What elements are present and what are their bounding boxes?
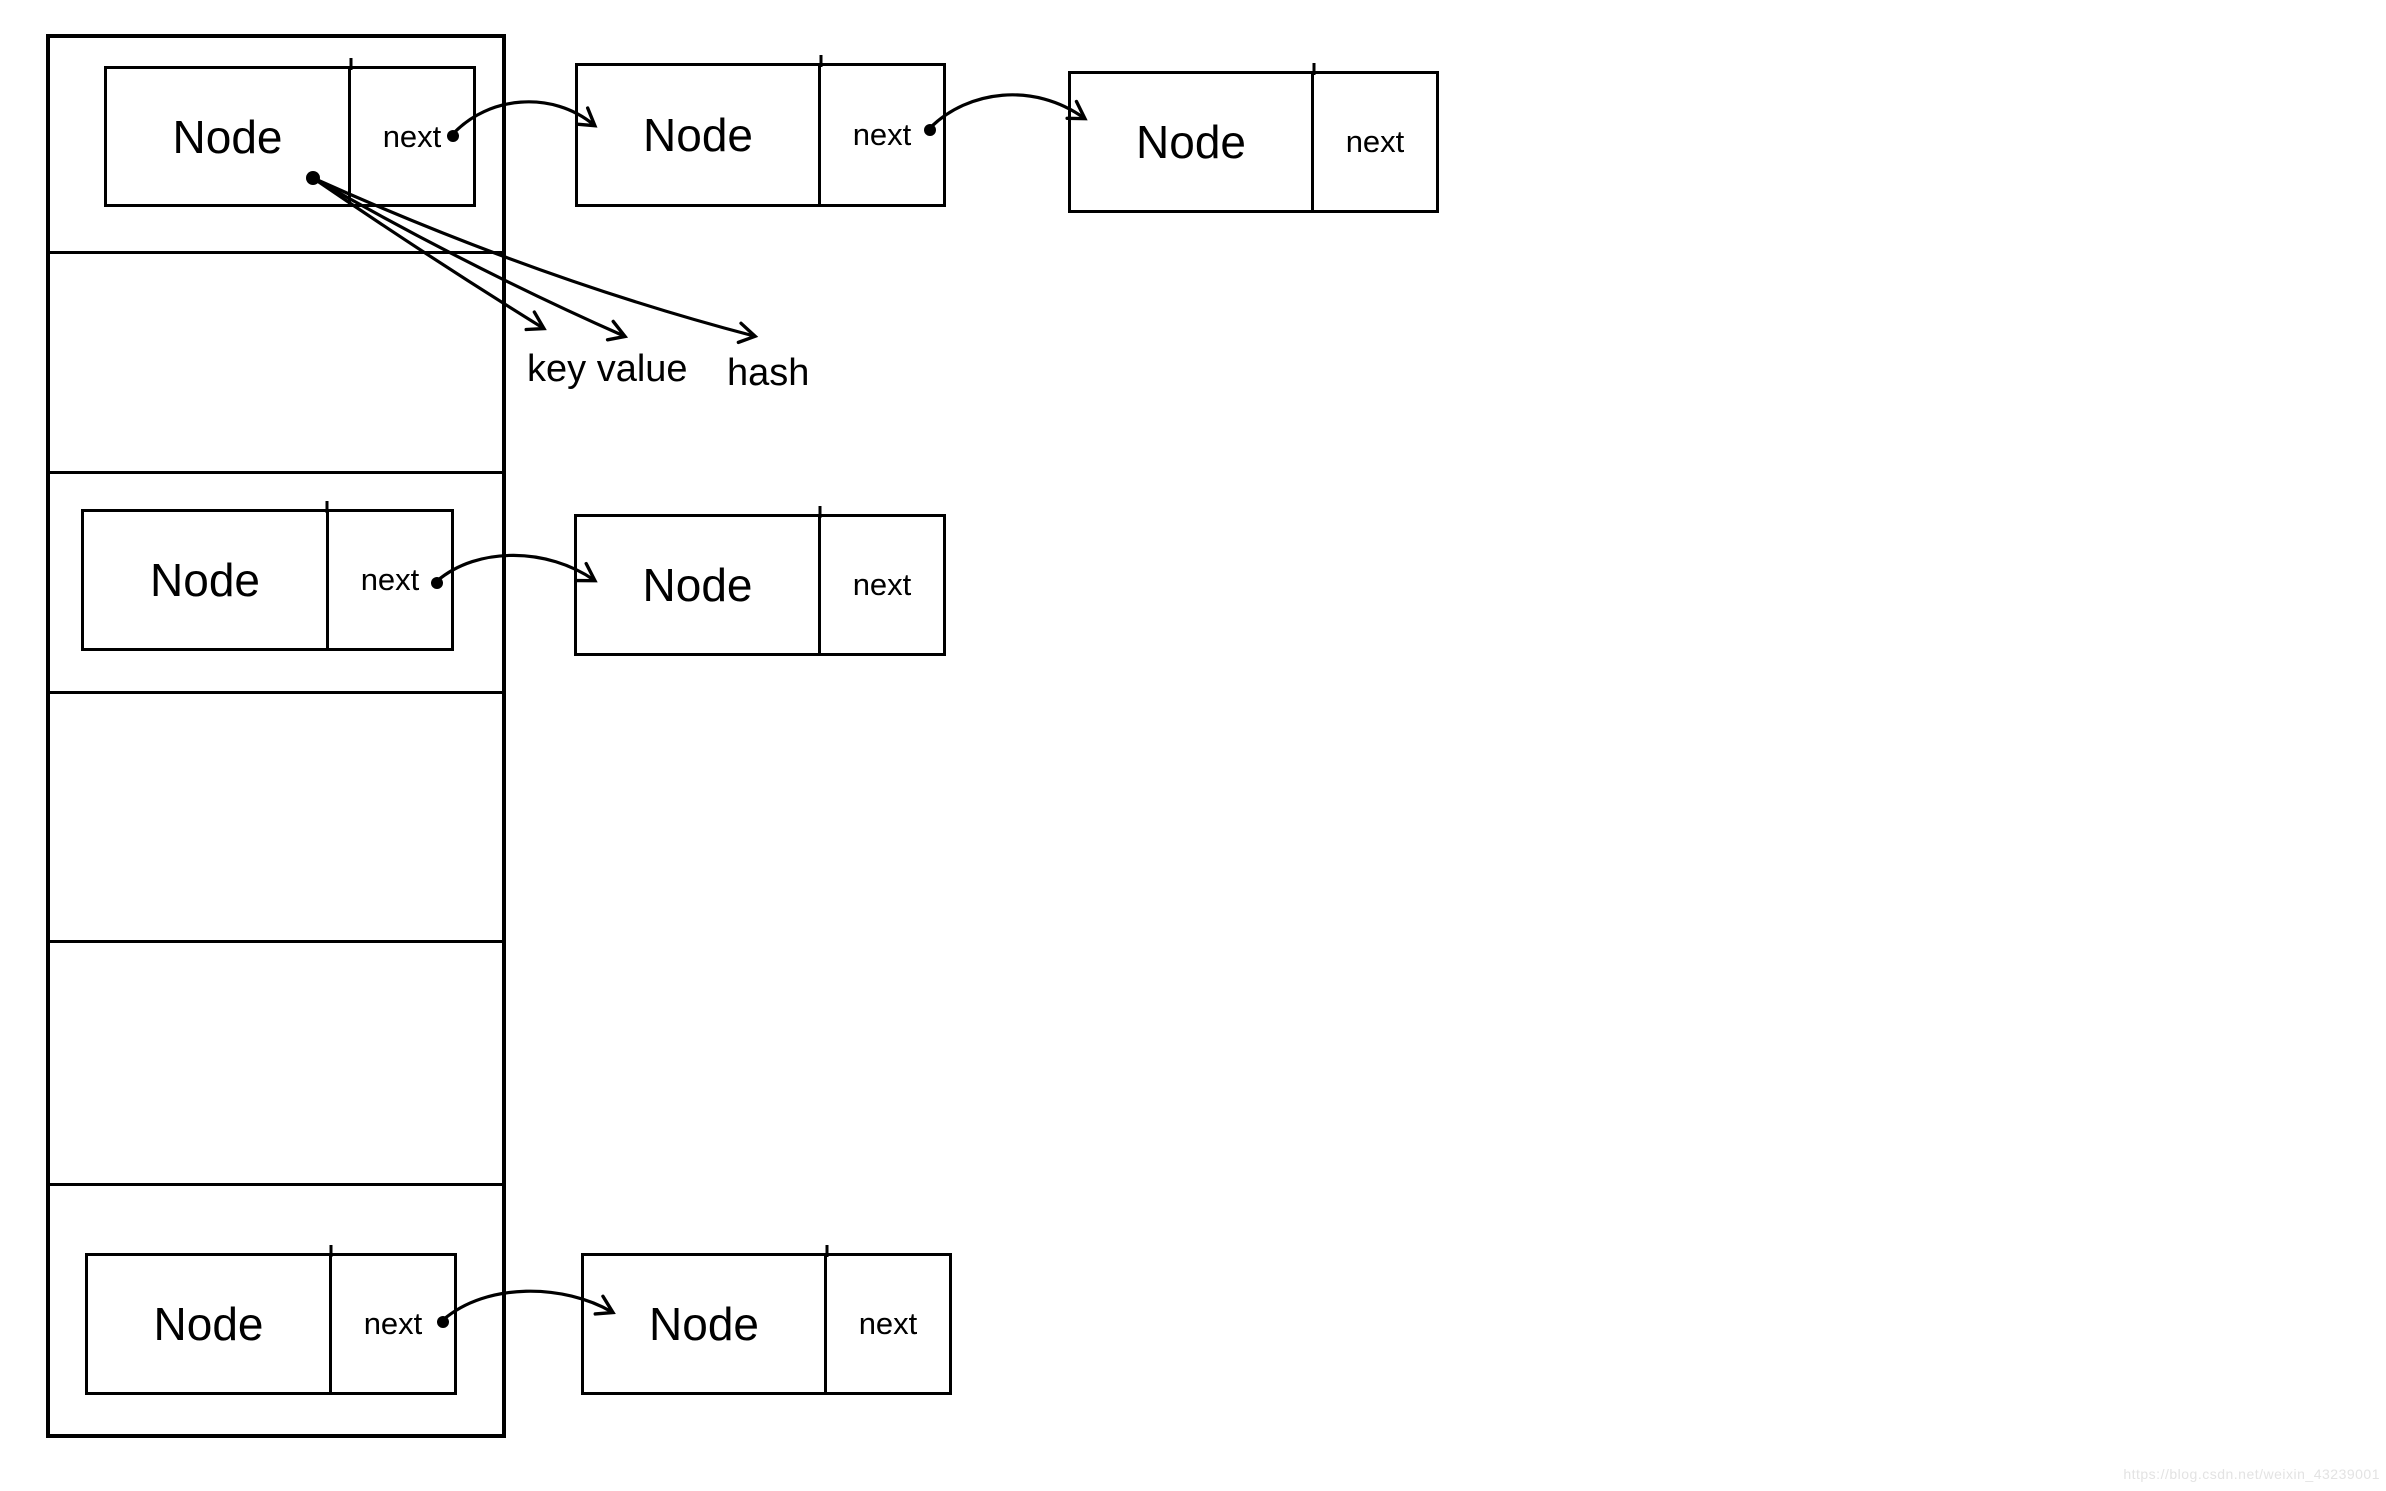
node-data-cell: Node bbox=[88, 1256, 329, 1392]
next-label: next bbox=[382, 118, 442, 154]
node-box-chain1-node2: Node next bbox=[575, 63, 946, 207]
node-data-cell: Node bbox=[84, 512, 326, 648]
node-label: Node bbox=[1136, 116, 1246, 168]
node-label: Node bbox=[153, 1298, 264, 1350]
next-label: next bbox=[852, 117, 912, 152]
node-next-cell: next bbox=[824, 1256, 949, 1392]
node-data-cell: Node bbox=[107, 69, 348, 204]
node-label: Node bbox=[642, 559, 753, 611]
bucket-divider bbox=[50, 1183, 502, 1186]
arrow-chain1-n2-to-n3 bbox=[928, 93, 1088, 130]
bucket-divider bbox=[50, 471, 502, 474]
bucket-array bbox=[46, 34, 506, 1438]
bucket-divider bbox=[50, 940, 502, 943]
key-value-label: key value bbox=[527, 348, 688, 390]
next-label: next bbox=[852, 567, 912, 602]
node-next-cell: next bbox=[348, 69, 473, 204]
node-box-chain3-node2: Node next bbox=[581, 1253, 952, 1395]
node-data-cell: Node bbox=[1071, 74, 1311, 210]
next-label: next bbox=[360, 562, 420, 597]
next-label: next bbox=[858, 1306, 918, 1341]
node-box-chain1-node3: Node next bbox=[1068, 71, 1439, 213]
bucket-divider bbox=[50, 251, 502, 254]
node-label: Node bbox=[172, 110, 283, 163]
node-next-cell: next bbox=[329, 1256, 454, 1392]
node-next-cell: next bbox=[818, 66, 943, 204]
node-next-cell: next bbox=[326, 512, 451, 648]
watermark: https://blog.csdn.net/weixin_43239001 bbox=[2123, 1466, 2380, 1482]
node-next-cell: next bbox=[1311, 74, 1436, 210]
next-label: next bbox=[1345, 124, 1405, 159]
node-next-cell: next bbox=[818, 517, 943, 653]
node-label: Node bbox=[150, 554, 260, 606]
bucket-divider bbox=[50, 691, 502, 694]
hash-label: hash bbox=[727, 352, 810, 394]
node-box-chain3-node1: Node next bbox=[85, 1253, 457, 1395]
next-label: next bbox=[363, 1306, 423, 1341]
node-label: Node bbox=[649, 1298, 759, 1350]
node-data-cell: Node bbox=[578, 66, 818, 204]
node-data-cell: Node bbox=[584, 1256, 824, 1392]
node-data-cell: Node bbox=[577, 517, 818, 653]
node-box-chain2-node1: Node next bbox=[81, 509, 454, 651]
node-box-chain1-node1: Node next bbox=[104, 66, 476, 207]
node-label: Node bbox=[643, 109, 753, 161]
node-box-chain2-node2: Node next bbox=[574, 514, 946, 656]
